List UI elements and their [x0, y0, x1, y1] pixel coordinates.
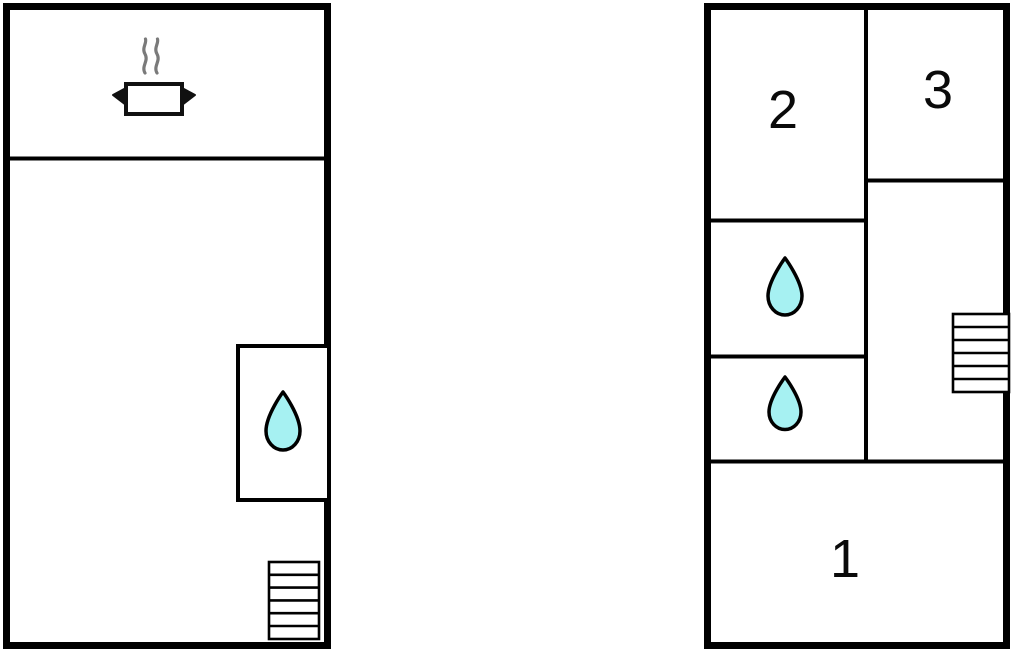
left-plan-outer-wall: [3, 3, 331, 649]
right-plan: 2 3 1: [704, 3, 1011, 649]
water-droplet-icon: [264, 390, 302, 452]
water-droplet-icon-lower: [767, 375, 803, 432]
room-label-2: 2: [768, 80, 798, 140]
room-label-3: 3: [923, 60, 953, 120]
water-droplet-icon-upper: [766, 256, 804, 317]
left-plan: [3, 3, 331, 649]
cooking-pot-icon: [112, 37, 196, 116]
stairs-icon-right: [951, 312, 1011, 394]
room-label-1: 1: [830, 529, 860, 589]
stairs-icon: [267, 560, 321, 641]
